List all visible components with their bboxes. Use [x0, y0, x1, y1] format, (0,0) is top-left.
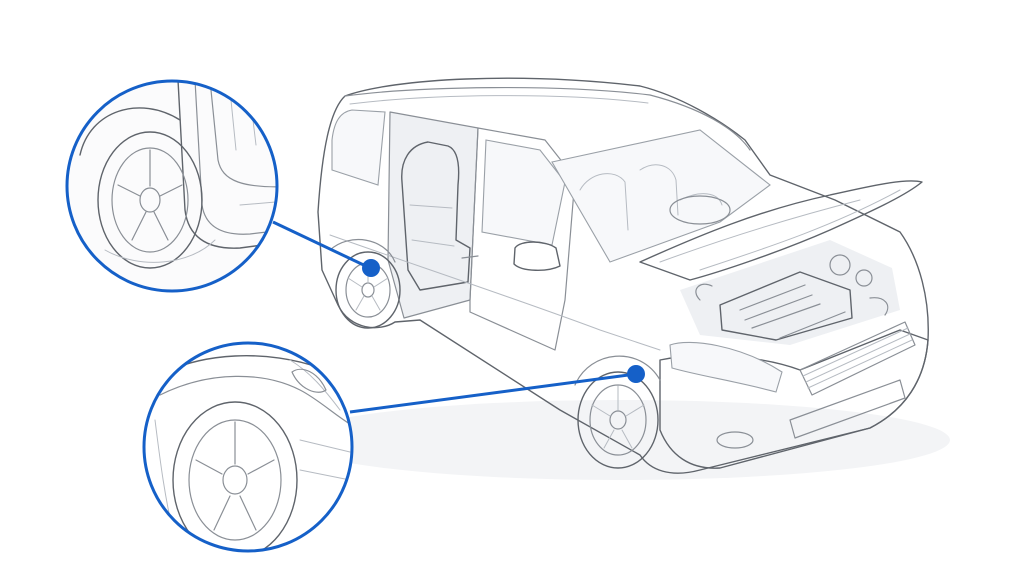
front-door-window [481, 139, 566, 246]
front-wheel [574, 355, 661, 469]
roof-line [344, 86, 751, 151]
marker-dot-rear [362, 259, 380, 277]
marker-dot-front [627, 365, 645, 383]
magnifier-ring-top [65, 79, 279, 293]
detail-front-tyre [172, 401, 298, 551]
engine-bay [680, 240, 900, 345]
second-row-seat [401, 141, 471, 291]
door-handle [461, 255, 479, 259]
rear-quarter-window [331, 109, 386, 186]
fog-light [716, 431, 754, 449]
sliding-door-opening [388, 112, 478, 318]
roof-rail [349, 95, 649, 105]
leader-line-rear [272, 220, 371, 270]
magnifier-ring-bottom [142, 341, 354, 553]
open-hood [639, 180, 923, 281]
leader-line-front [349, 372, 637, 414]
front-door-panel [469, 127, 576, 351]
front-grille [799, 321, 916, 396]
van-body-outline [317, 77, 929, 474]
headlight [669, 341, 783, 393]
minivan-illustration [290, 77, 950, 480]
rear-wheel-arch-detail [65, 79, 279, 293]
lower-intake [789, 379, 906, 439]
body-crease [329, 234, 661, 351]
side-mirror [513, 241, 561, 271]
detail-side-marker [291, 368, 327, 393]
ground-shadow [290, 400, 950, 480]
front-wheel-arch-detail [142, 341, 354, 553]
windshield [551, 129, 771, 263]
steering-wheel [669, 195, 731, 225]
engine-block [695, 254, 889, 341]
detail-rear-tyre [97, 131, 203, 269]
